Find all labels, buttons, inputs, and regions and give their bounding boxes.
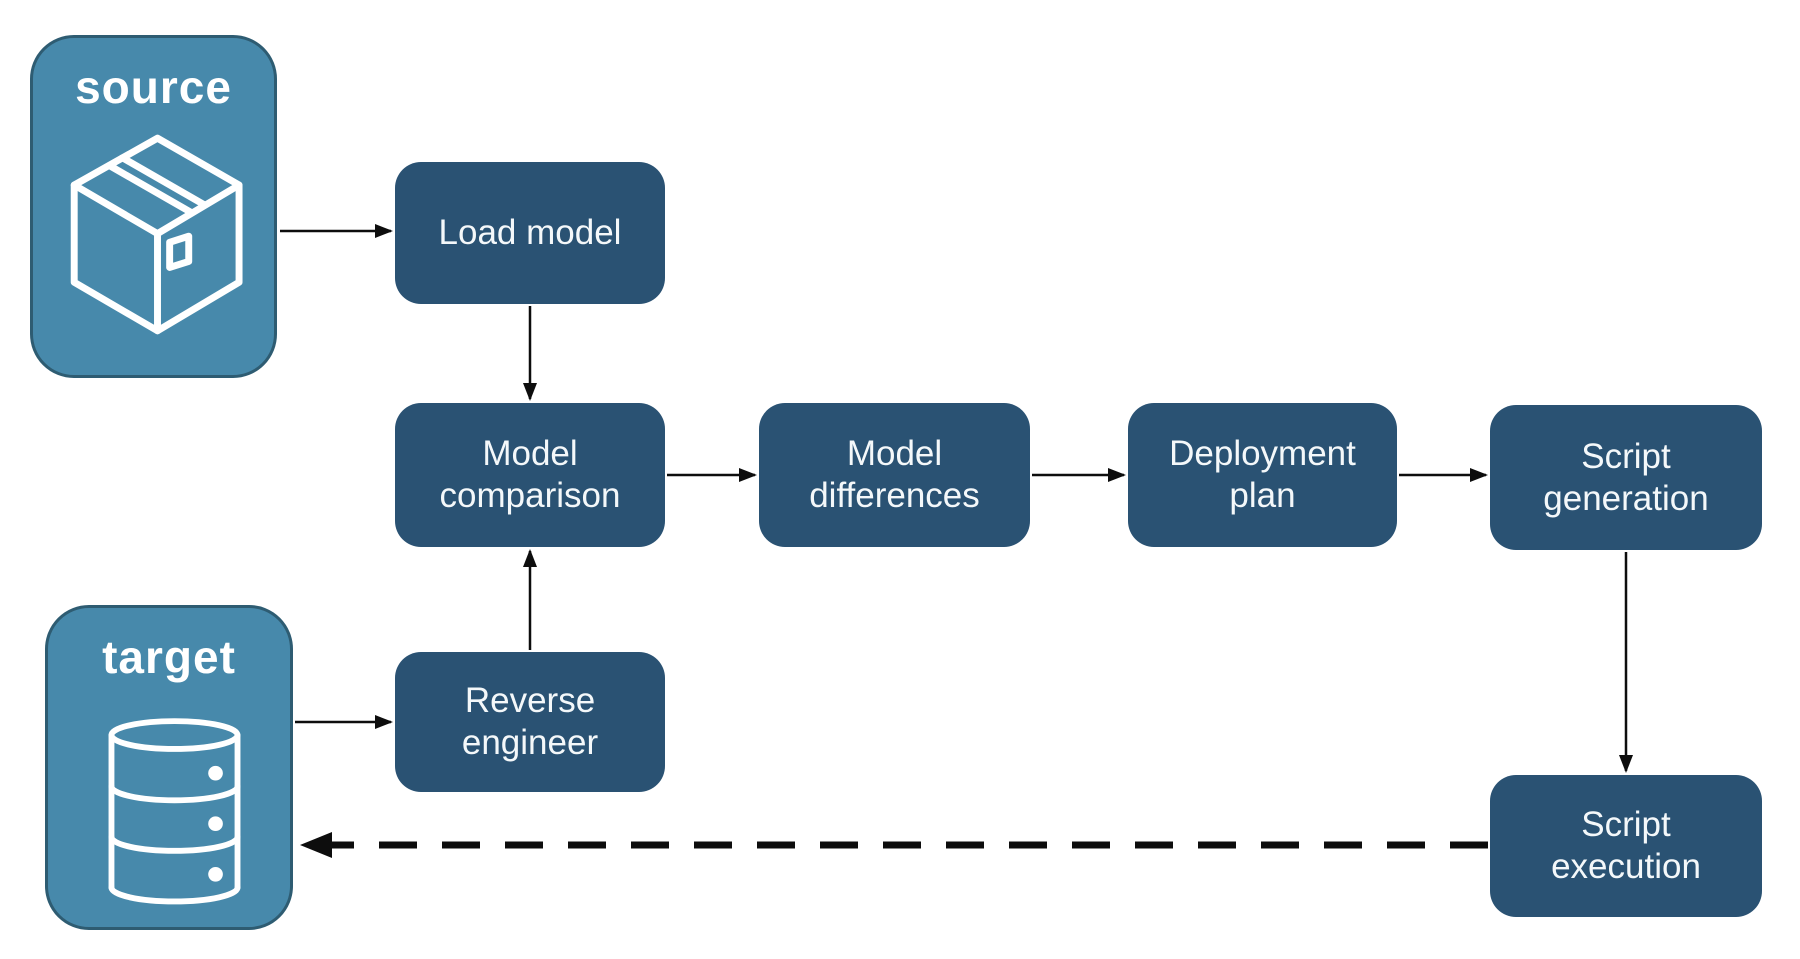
node-load-model: Load model	[395, 162, 665, 304]
node-load-model-label: Load model	[438, 213, 622, 252]
source-label: source	[75, 61, 232, 113]
node-script-generation-label: Script generation	[1543, 436, 1709, 518]
node-script-execution-label: Script execution	[1551, 805, 1701, 886]
node-model-differences-label: Model differences	[809, 434, 980, 515]
package-icon	[69, 132, 246, 337]
target-container: target	[45, 605, 293, 930]
target-label: target	[102, 631, 236, 683]
source-container: source	[30, 35, 277, 378]
node-reverse-engineer: Reverse engineer	[395, 652, 665, 792]
node-deployment-plan-label: Deployment plan	[1169, 434, 1356, 515]
database-icon	[101, 716, 248, 908]
node-model-differences: Model differences	[759, 403, 1030, 547]
node-model-comparison-label: Model comparison	[439, 434, 621, 515]
node-script-generation: Script generation	[1490, 405, 1762, 550]
node-deployment-plan: Deployment plan	[1128, 403, 1397, 547]
node-reverse-engineer-label: Reverse engineer	[461, 681, 599, 762]
node-script-execution: Script execution	[1490, 775, 1762, 917]
node-model-comparison: Model comparison	[395, 403, 665, 547]
